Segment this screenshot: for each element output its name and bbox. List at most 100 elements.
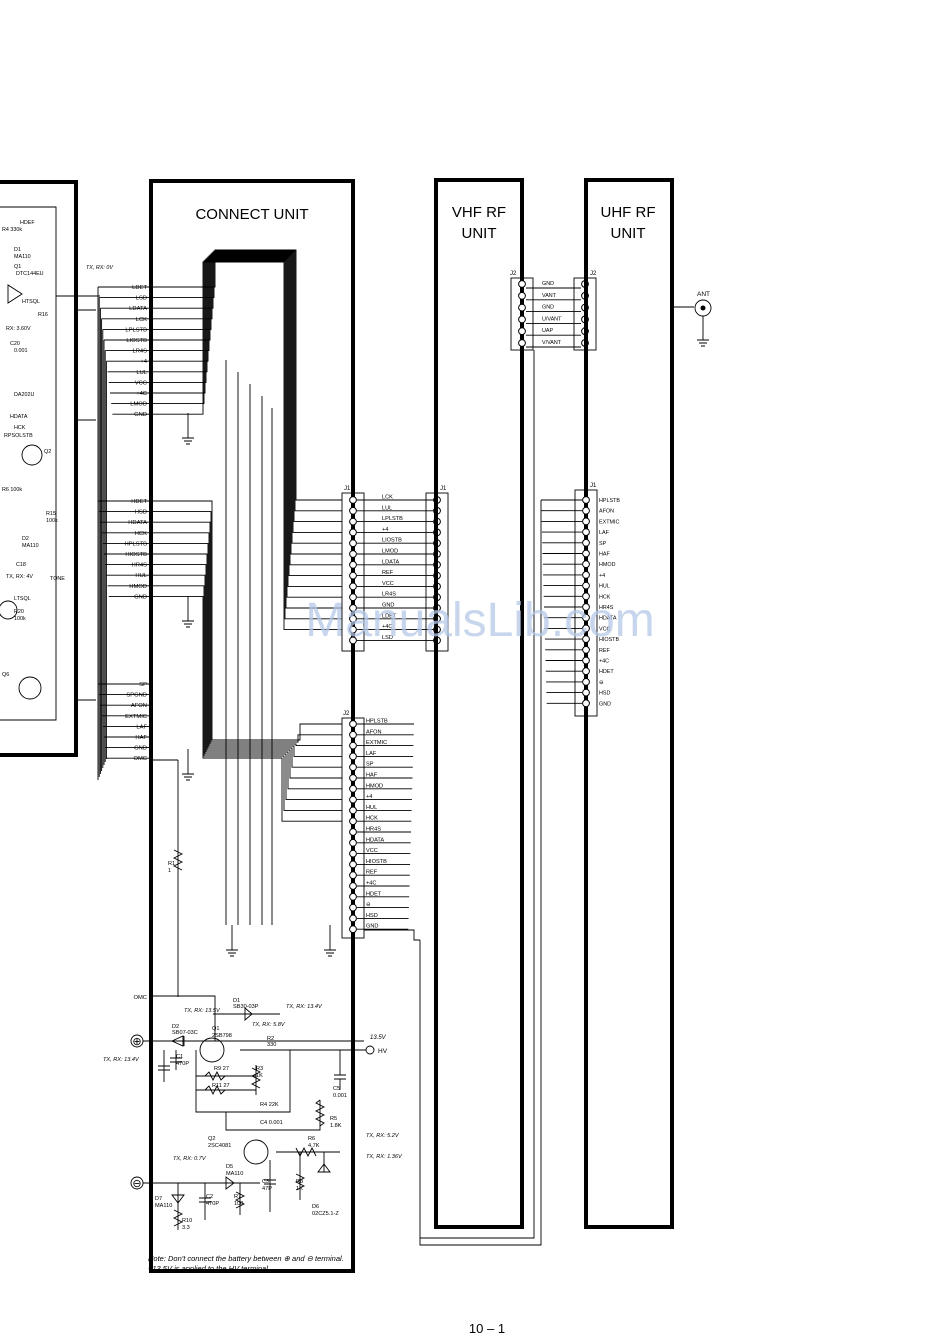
power-component-label: 1 bbox=[168, 868, 171, 874]
j1-pin-label: LCK bbox=[382, 495, 393, 501]
j1-pin-left bbox=[349, 506, 357, 515]
uhf-j1-pin bbox=[582, 613, 590, 622]
j2-pin bbox=[349, 828, 357, 836]
pin-label: LCK bbox=[136, 317, 147, 323]
j1-pin-label: VCC bbox=[382, 581, 394, 587]
power-component-label: 2SB798 bbox=[212, 1033, 232, 1039]
uhf-j1-label: J1 bbox=[590, 483, 597, 489]
vhf-j2-pin-label: V/VANT bbox=[542, 340, 562, 346]
j1-pin-label: LUL bbox=[382, 505, 392, 511]
transistor-q2-symbol bbox=[21, 444, 43, 466]
j2-label: J2 bbox=[343, 711, 350, 717]
uhf-title-2: UNIT bbox=[611, 225, 646, 242]
power-component-label: 470P bbox=[206, 1201, 219, 1207]
ground-icon bbox=[226, 925, 238, 957]
j1-pin-left bbox=[349, 593, 357, 602]
power-component-label: Q2 bbox=[208, 1136, 215, 1142]
power-component-label: 47P bbox=[262, 1186, 272, 1192]
pin-label: LR4S bbox=[132, 349, 147, 355]
route-wire bbox=[151, 255, 342, 566]
left-unit-label: D1 bbox=[14, 247, 21, 253]
j2-pin bbox=[349, 774, 357, 782]
uhf-j1-pin-label: LAF bbox=[599, 530, 610, 536]
route-wire bbox=[151, 564, 342, 790]
return-wire bbox=[419, 716, 542, 1246]
power-component-label: R1 bbox=[168, 861, 175, 867]
pin-label: +4 bbox=[140, 359, 147, 365]
left-unit-label: Q1 bbox=[14, 264, 21, 270]
j2-pin-label: HMOD bbox=[366, 783, 383, 789]
j1-pin-left bbox=[349, 560, 357, 569]
pin-label: LIOSTB bbox=[126, 338, 147, 344]
power-component-label: SB07-03C bbox=[172, 1030, 198, 1036]
tx-rx-note: TX, RX: 0V bbox=[86, 265, 114, 271]
power-component-label: D6 bbox=[312, 1204, 319, 1210]
route-wire bbox=[151, 250, 342, 512]
uhf-j1-pin bbox=[582, 528, 590, 536]
pin-label: HAF bbox=[135, 735, 147, 741]
hv-label: HV bbox=[378, 1048, 388, 1055]
connect-mid-pins: HDETHSDHDATAHCKHPLSTBHIOSTBHR4SHULHMODGN… bbox=[98, 499, 153, 600]
j1-label-right: J1 bbox=[440, 486, 447, 492]
power-component-label: R5 bbox=[330, 1116, 337, 1122]
power-circuit bbox=[130, 760, 375, 1230]
power-component-label: R3 bbox=[256, 1066, 263, 1072]
j1-pin-left bbox=[349, 539, 357, 548]
pin-label: LMOD bbox=[130, 402, 147, 408]
left-unit-label: R4 330k bbox=[2, 227, 22, 233]
uhf-j1-pin bbox=[582, 688, 590, 697]
uhf-j1-pin-label: HCK bbox=[599, 594, 611, 600]
uhf-j1-pin-label: ⊖ bbox=[599, 680, 604, 686]
ground-icon bbox=[182, 413, 194, 445]
j1-pin-left bbox=[349, 571, 357, 580]
j2-pin bbox=[349, 860, 357, 869]
pin-label: LSD bbox=[136, 296, 147, 302]
power-component-label: R11 27 bbox=[212, 1083, 230, 1089]
uhf-j1-pin-label: VCC bbox=[599, 626, 610, 632]
uhf-j1-pin-label: HMOD bbox=[599, 562, 616, 568]
power-component-label: R6 bbox=[308, 1136, 315, 1142]
j1-pin-label: LPLSTB bbox=[382, 516, 403, 522]
route-wire bbox=[151, 258, 342, 598]
j2-pin bbox=[349, 741, 357, 750]
j2-pin bbox=[349, 763, 357, 772]
left-unit-label: TONE bbox=[50, 576, 65, 582]
route-wire bbox=[151, 253, 342, 544]
vhf-j2-pin bbox=[518, 280, 526, 288]
transistor-q1-symbol bbox=[199, 1037, 225, 1063]
vhf-j2-pin bbox=[518, 339, 526, 347]
j1-pin-left bbox=[349, 604, 357, 612]
j1-pin-left bbox=[349, 614, 357, 623]
pin-label: SPGND bbox=[126, 693, 147, 699]
hv-voltage-label: 13.5V bbox=[370, 1035, 387, 1041]
j1-pin-label: LMOD bbox=[382, 549, 398, 555]
uhf-j1-pin bbox=[582, 581, 590, 590]
uhf-j1-pin-label: AFON bbox=[599, 509, 614, 515]
power-component-label: SB30-03P bbox=[233, 1004, 259, 1010]
j2-return bbox=[364, 929, 420, 941]
pin-label: HDATA bbox=[128, 520, 147, 526]
route-wire bbox=[151, 260, 342, 620]
route-wire bbox=[151, 585, 342, 811]
left-unit-label: 100k bbox=[14, 616, 26, 622]
j1-pin-label: +4 bbox=[382, 527, 388, 533]
j2-pin bbox=[349, 871, 357, 880]
uhf-j1-pin bbox=[582, 699, 590, 708]
j1-pin-left bbox=[349, 496, 357, 504]
vhf-j2-label: J2 bbox=[510, 271, 517, 277]
route-wire bbox=[151, 251, 342, 523]
power-component-label: 1K bbox=[256, 1073, 263, 1079]
j2-pin-label: EXTMIC bbox=[366, 740, 387, 746]
left-unit-label: Q6 bbox=[2, 672, 9, 678]
pin-label: LAF bbox=[136, 724, 147, 730]
uhf-j1-pin-label: +4C bbox=[599, 659, 609, 665]
vhf-j2-pin-label: VANT bbox=[542, 293, 557, 299]
j2-pin-label: HCK bbox=[366, 816, 378, 822]
uhf-j1-pins: HPLSTBAFONEXTMICLAFSPHAFHMOD+4HULHCKHR4S… bbox=[540, 496, 620, 716]
power-component-label: 100 bbox=[234, 1201, 243, 1207]
uhf-j1-pin bbox=[582, 635, 590, 643]
left-unit-label: R20 bbox=[14, 609, 24, 615]
power-component-label: 2SC4081 bbox=[208, 1143, 231, 1149]
